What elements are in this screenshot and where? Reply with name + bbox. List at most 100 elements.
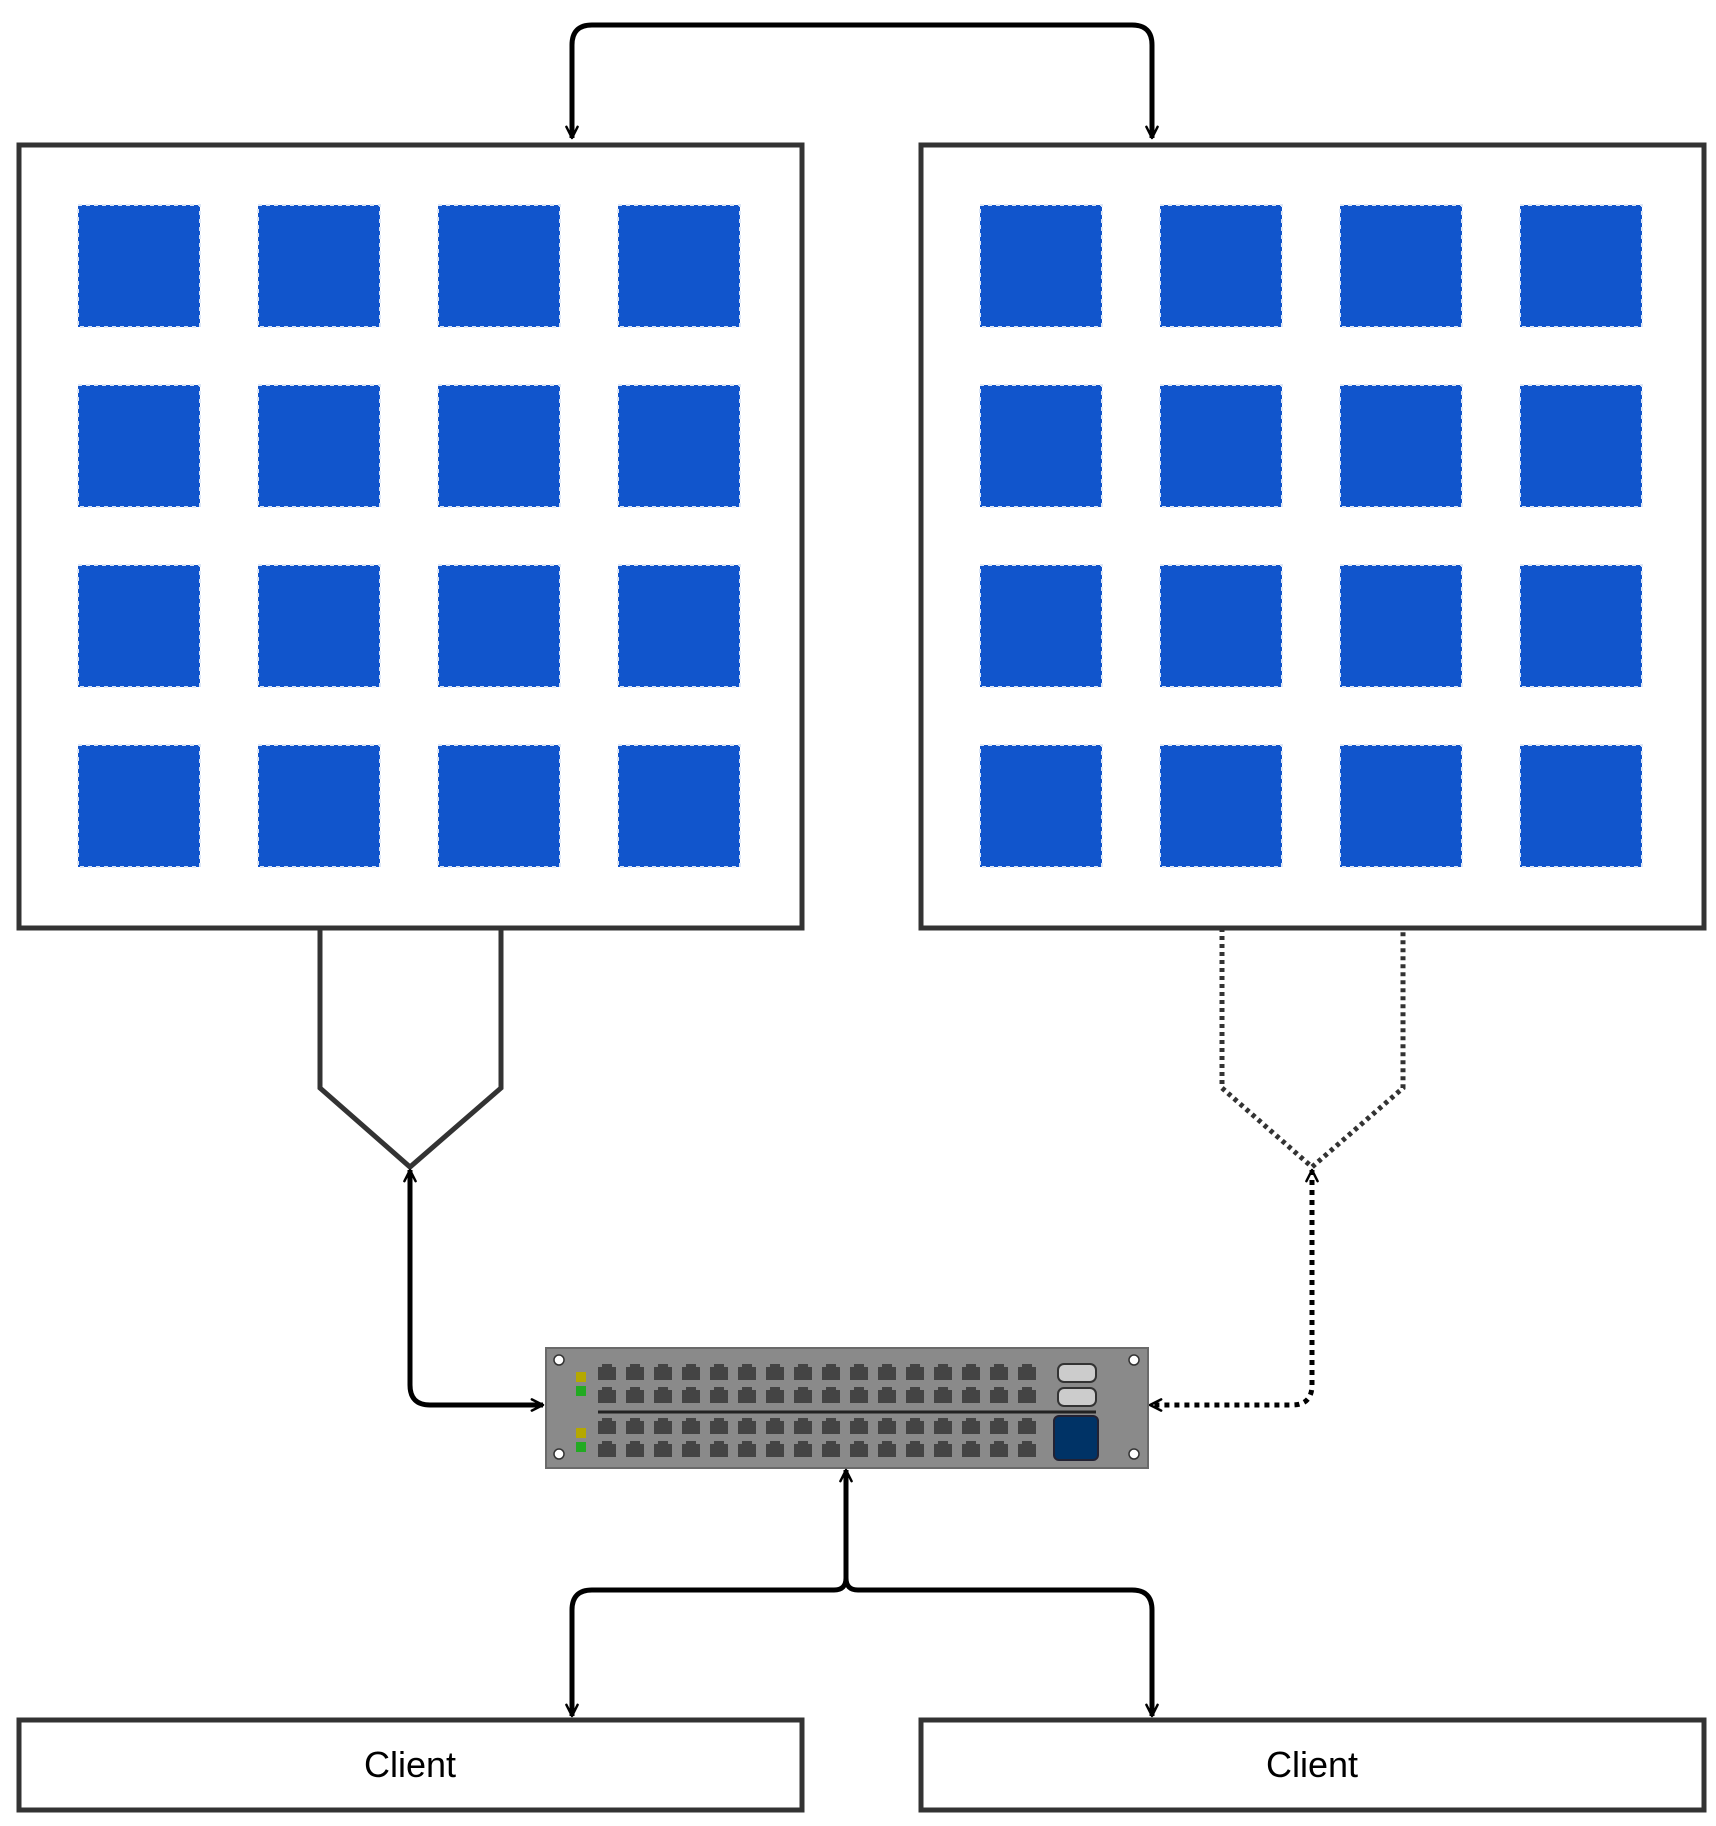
switch-port <box>906 1418 924 1434</box>
switch-port <box>654 1387 672 1403</box>
switch-port <box>766 1387 784 1403</box>
server-right-tile <box>1339 744 1463 868</box>
switch-uplink-slot <box>1057 1387 1097 1407</box>
server-left-tile <box>257 204 381 328</box>
switch-port <box>850 1441 868 1457</box>
switch-port <box>878 1364 896 1380</box>
switch-port <box>850 1418 868 1434</box>
switch-port <box>850 1364 868 1380</box>
switch-port <box>710 1387 728 1403</box>
switch-port <box>598 1441 616 1457</box>
switch-port <box>1018 1387 1036 1403</box>
server-right <box>918 142 1707 931</box>
switch-port <box>738 1387 756 1403</box>
switch-port <box>654 1364 672 1380</box>
server-left-tile <box>77 384 201 508</box>
switch-port <box>906 1387 924 1403</box>
switch-port <box>962 1387 980 1403</box>
switch-port <box>682 1441 700 1457</box>
server-right-tile <box>1339 564 1463 688</box>
switch-port <box>822 1441 840 1457</box>
switch-port <box>682 1418 700 1434</box>
switch-port <box>654 1418 672 1434</box>
switch-port <box>766 1418 784 1434</box>
server-right-tile <box>1159 744 1283 868</box>
switch-port <box>822 1364 840 1380</box>
switch-port <box>794 1364 812 1380</box>
switch-port <box>990 1441 1008 1457</box>
switch-port <box>962 1418 980 1434</box>
switch-port <box>766 1364 784 1380</box>
server-left-tiles <box>77 204 741 868</box>
server-left-uplink <box>317 928 504 1171</box>
switch-port <box>626 1387 644 1403</box>
switch-port <box>682 1364 700 1380</box>
switch-port <box>822 1387 840 1403</box>
switch-port <box>626 1441 644 1457</box>
switch-port <box>626 1364 644 1380</box>
server-right-tile <box>1339 384 1463 508</box>
client-left-label: Client <box>364 1744 456 1785</box>
network-switch-icon <box>545 1347 1149 1469</box>
switch-port <box>738 1418 756 1434</box>
server-right-tile <box>979 204 1103 328</box>
switch-port <box>682 1387 700 1403</box>
server-left-tile <box>77 564 201 688</box>
switch-port <box>934 1364 952 1380</box>
client-left: Client <box>16 1717 805 1813</box>
switch-port <box>878 1418 896 1434</box>
switch-port <box>1018 1364 1036 1380</box>
switch-port <box>962 1441 980 1457</box>
server-left-tile <box>77 204 201 328</box>
switch-port <box>766 1441 784 1457</box>
server-left-tile <box>617 744 741 868</box>
switch-screw <box>1128 1448 1140 1460</box>
server-left-tile <box>257 744 381 868</box>
client-right: Client <box>918 1717 1707 1813</box>
switch-port <box>990 1387 1008 1403</box>
server-left-tile <box>77 744 201 868</box>
switch-port <box>934 1441 952 1457</box>
server-left-tile <box>617 384 741 508</box>
switch-port <box>794 1441 812 1457</box>
server-left-tile <box>437 744 561 868</box>
switch-port <box>878 1441 896 1457</box>
switch-port <box>822 1418 840 1434</box>
switch-port <box>934 1418 952 1434</box>
client-right-label: Client <box>1266 1744 1358 1785</box>
switch-screw <box>1128 1354 1140 1366</box>
switch-port <box>878 1387 896 1403</box>
switch-port <box>990 1418 1008 1434</box>
switch-port <box>738 1441 756 1457</box>
switch-led-green <box>576 1386 586 1396</box>
switch-port <box>598 1418 616 1434</box>
server-left-switch-arrow <box>403 1168 545 1412</box>
switch-module <box>1053 1415 1099 1461</box>
server-left-tile <box>437 384 561 508</box>
switch-port <box>654 1441 672 1457</box>
switch-led-yellow <box>576 1372 586 1382</box>
server-left-tile <box>617 564 741 688</box>
server-right-tile <box>1159 564 1283 688</box>
server-right-switch-arrow <box>1148 1168 1319 1412</box>
server-right-uplink <box>1219 928 1406 1171</box>
switch-port <box>710 1441 728 1457</box>
switch-port <box>1018 1441 1036 1457</box>
switch-uplink-slot <box>1057 1363 1097 1383</box>
server-right-tile <box>979 384 1103 508</box>
server-left-tile <box>617 204 741 328</box>
server-left <box>16 142 805 931</box>
switch-port <box>962 1364 980 1380</box>
server-interconnect-arrow <box>565 22 1159 140</box>
switch-port <box>934 1387 952 1403</box>
switch-port <box>1018 1418 1036 1434</box>
switch-port <box>626 1418 644 1434</box>
switch-port <box>990 1364 1008 1380</box>
server-right-tile <box>1519 384 1643 508</box>
switch-client-left-arrow <box>565 1468 853 1718</box>
server-right-tile <box>979 744 1103 868</box>
server-right-tile <box>1519 744 1643 868</box>
switch-screw <box>553 1448 565 1460</box>
switch-port <box>710 1364 728 1380</box>
